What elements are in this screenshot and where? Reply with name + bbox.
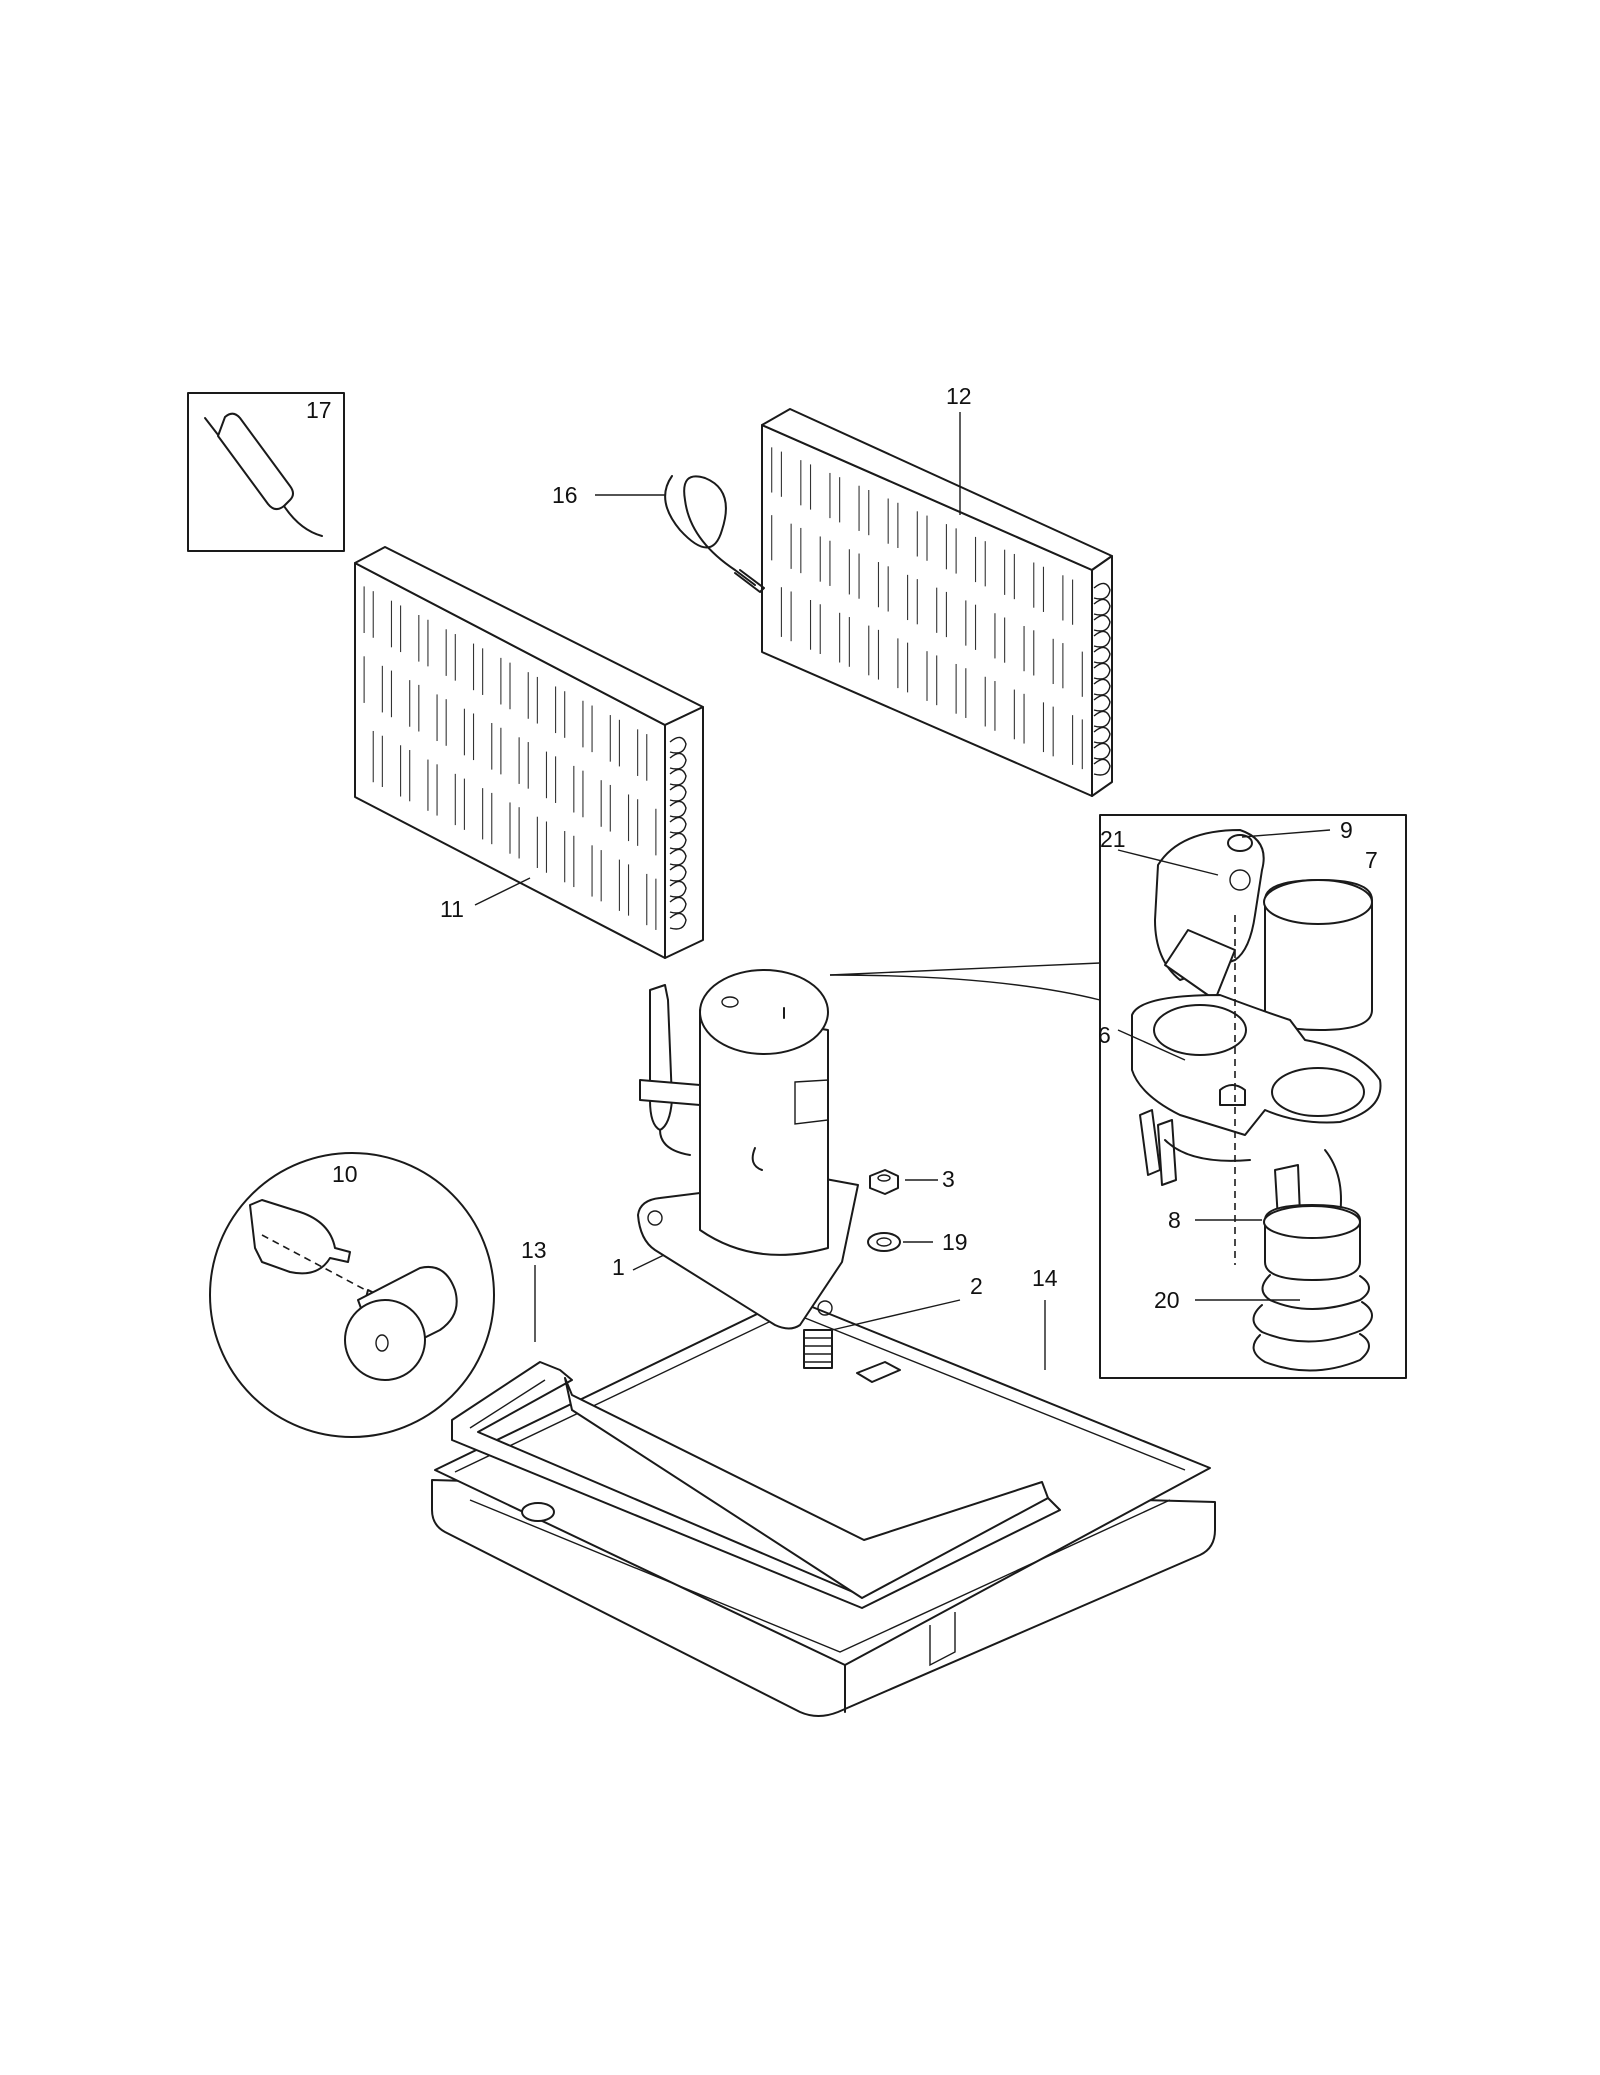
callout-9: 9 bbox=[1340, 817, 1353, 843]
callout-8: 8 bbox=[1168, 1207, 1181, 1233]
condenser-coil-12 bbox=[761, 408, 1113, 797]
callout-labels: 1 2 3 6 7 8 9 10 11 12 13 14 16 17 19 20… bbox=[306, 383, 1378, 1313]
overload-capacitor-inset bbox=[829, 814, 1407, 1379]
mounting-hardware bbox=[803, 1169, 901, 1369]
capillary-tube bbox=[664, 475, 765, 593]
callout-2: 2 bbox=[970, 1273, 983, 1299]
support-frame bbox=[451, 1361, 1061, 1609]
compressor bbox=[637, 969, 859, 1330]
base-pan bbox=[431, 1297, 1216, 1717]
filter-drier-inset bbox=[187, 392, 345, 552]
callout-20: 20 bbox=[1154, 1287, 1180, 1313]
callout-10: 10 bbox=[332, 1161, 358, 1187]
callout-3: 3 bbox=[942, 1166, 955, 1192]
callout-16: 16 bbox=[552, 482, 578, 508]
evaporator-coil-11 bbox=[354, 546, 704, 959]
callout-19: 19 bbox=[942, 1229, 968, 1255]
callout-12: 12 bbox=[946, 383, 972, 409]
callout-6: 6 bbox=[1098, 1022, 1111, 1048]
callout-21: 21 bbox=[1100, 826, 1126, 852]
callout-1: 1 bbox=[612, 1254, 625, 1280]
callout-7: 7 bbox=[1365, 847, 1378, 873]
callout-13: 13 bbox=[521, 1237, 547, 1263]
callout-14: 14 bbox=[1032, 1265, 1058, 1291]
callout-17: 17 bbox=[306, 397, 332, 423]
leader-lines bbox=[474, 412, 1331, 1370]
capacitor-clamp-inset bbox=[209, 1152, 495, 1438]
callout-11: 11 bbox=[440, 896, 464, 922]
